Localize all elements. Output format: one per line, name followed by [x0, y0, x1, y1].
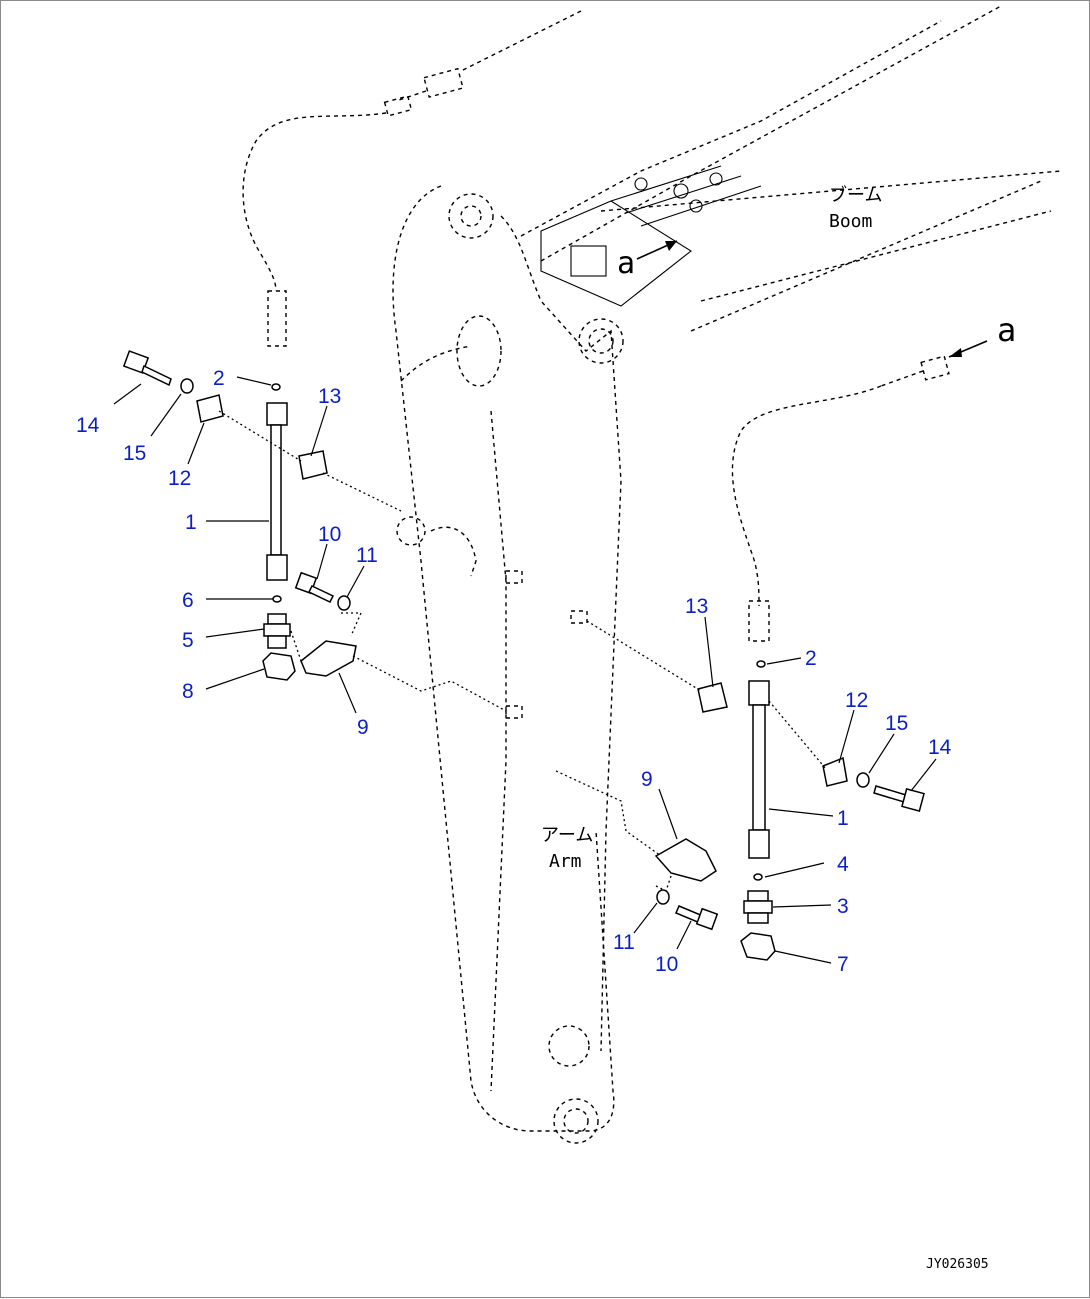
tube-1-left: [266, 402, 288, 581]
washer-11-right: [656, 889, 670, 905]
clamp-12-left: [196, 394, 224, 423]
o-ring-4-right: [753, 873, 763, 881]
clamp-13-right: [697, 682, 728, 713]
callout-14-right: 14: [928, 736, 952, 759]
callout-12-left: 12: [168, 467, 191, 490]
o-ring-2-right: [756, 660, 766, 668]
o-ring-2-left: [271, 383, 281, 391]
callout-9-right: 9: [641, 768, 653, 791]
callout-10-right: 10: [655, 953, 678, 976]
callout-9-left: 9: [357, 716, 369, 739]
clamp-12-right: [822, 756, 848, 787]
callouts-right: 13 2 12 15 14 1 9 4 3 11 10 7: [613, 595, 952, 976]
bolt-10-left: [294, 571, 335, 603]
boom-label-jp: ブーム: [829, 184, 882, 206]
fitting-5-left: [263, 613, 291, 649]
figure-id: JY026305: [926, 1257, 989, 1272]
callouts-left: 14 15 12 2 13 1 10 11 6 5 8 9: [76, 367, 378, 739]
callout-5-left: 5: [182, 629, 194, 652]
bracket-9-left: [300, 640, 357, 677]
callout-2-left: 2: [213, 367, 225, 390]
leader-lines: [113, 376, 937, 964]
callout-13-left: 13: [318, 385, 341, 408]
fitting-3-right: [743, 890, 773, 924]
bolt-10-right: [675, 905, 719, 931]
washer-11-left: [337, 595, 351, 611]
callout-15-left: 15: [123, 442, 146, 465]
callout-15-right: 15: [885, 712, 908, 735]
o-ring-6-left: [272, 595, 282, 603]
detail-a-arrow-boom: [636, 240, 678, 260]
arm-outline: [392, 185, 624, 1144]
washer-15-right: [856, 772, 870, 788]
washer-15-left: [180, 378, 194, 394]
callout-7-right: 7: [837, 953, 849, 976]
bolt-14-left: [122, 350, 172, 387]
callout-3-right: 3: [837, 895, 849, 918]
callout-11-right: 11: [613, 931, 635, 954]
nut-8-left: [262, 652, 296, 681]
callout-8-left: 8: [182, 680, 194, 703]
left-assembly: [122, 350, 507, 712]
detail-a-arrow-hose: [948, 340, 988, 358]
nut-7-right: [740, 932, 776, 961]
callout-6-left: 6: [182, 589, 194, 612]
clamp-13-left: [298, 450, 328, 480]
callout-10-left: 10: [318, 523, 341, 546]
callout-1-left: 1: [185, 511, 197, 534]
callout-4-right: 4: [837, 853, 849, 876]
arm-label-jp: アーム: [541, 825, 593, 846]
callout-2-right: 2: [805, 647, 817, 670]
arm-label-en: Arm: [549, 851, 582, 872]
tube-1-right: [748, 680, 770, 859]
boom-label-en: Boom: [829, 211, 872, 232]
callout-13-right: 13: [685, 595, 708, 618]
hose-right: [731, 355, 950, 642]
callout-12-right: 12: [845, 689, 868, 712]
bracket-9-right: [654, 838, 717, 882]
detail-a-label-boom: a: [617, 246, 635, 281]
right-assembly: [555, 620, 925, 961]
callout-11-left: 11: [356, 544, 378, 567]
hose-left: [242, 10, 582, 347]
boom-outline: [520, 5, 1062, 332]
callout-14-left: 14: [76, 414, 100, 437]
detail-a-label-hose: a: [997, 311, 1016, 349]
callout-1-right: 1: [837, 807, 849, 830]
bolt-14-right: [873, 785, 925, 812]
